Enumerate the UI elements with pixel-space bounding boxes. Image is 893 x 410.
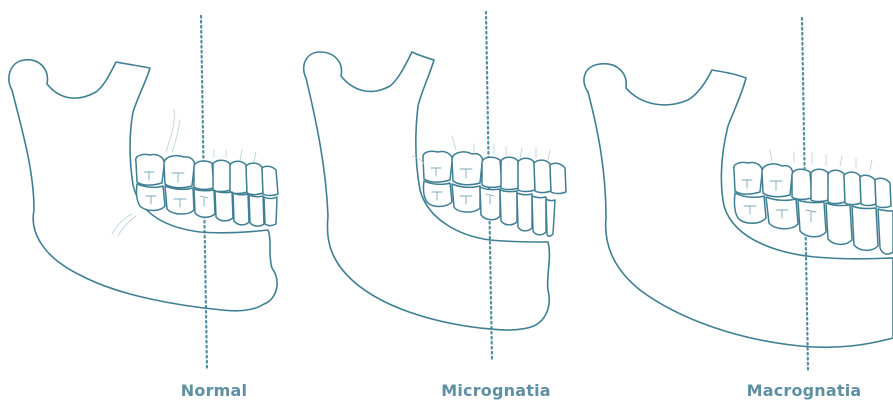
- label-normal: Normal: [181, 381, 247, 400]
- label-macrognatia: Macrognatia: [747, 381, 862, 400]
- jaw-normal: [9, 16, 278, 370]
- jaw-macrognatia: [584, 18, 893, 370]
- label-micrognatia: Micrognatia: [441, 381, 551, 400]
- jaw-micrognatia: [304, 12, 566, 360]
